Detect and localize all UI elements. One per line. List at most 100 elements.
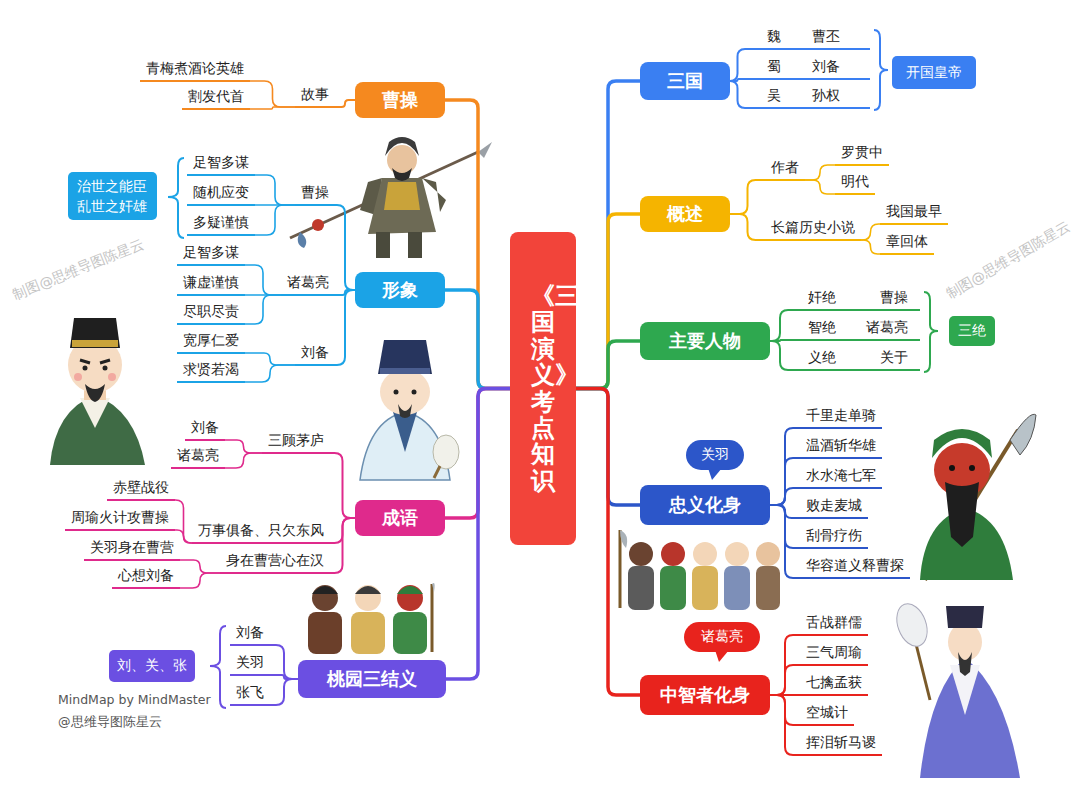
subtopic-item: 求贤若渴 xyxy=(177,360,245,383)
topic-text: 三顾茅庐 xyxy=(268,432,324,448)
branch-connector xyxy=(770,458,800,505)
main-topic-box: 概述 xyxy=(640,196,730,232)
subtopic-item: 三气周瑜 xyxy=(800,643,868,666)
topic-text: 诸葛亮 xyxy=(701,628,743,646)
subtopic-item: 奸绝 曹操 xyxy=(790,288,920,311)
branch-connector xyxy=(446,389,510,680)
topic-text: 关羽身在曹营 xyxy=(90,539,174,555)
topic-text: 七擒孟获 xyxy=(806,674,862,690)
topic-text: 张飞 xyxy=(236,684,264,700)
branch-connector xyxy=(335,205,355,290)
branch-connector xyxy=(576,214,640,389)
subtopic-item: 明代 xyxy=(835,172,875,195)
subtopic-item: 长篇历史小说 xyxy=(765,218,861,241)
heroes-group-figures xyxy=(620,530,780,610)
credit-text: MindMap by MindMaster xyxy=(58,692,211,707)
subtopic-item: 谦虚谨慎 xyxy=(177,273,245,296)
topic-text: 曹操 xyxy=(301,184,329,200)
topic-text: 水水淹七军 xyxy=(806,467,876,483)
branch-connector xyxy=(770,428,800,505)
subtopic-item: 吴孙权 xyxy=(745,86,870,109)
topic-text: 概述 xyxy=(667,202,703,226)
branch-connector xyxy=(255,205,295,235)
subtopic-item: 关羽身在曹营 xyxy=(84,538,180,561)
summary-box: 开国皇帝 xyxy=(892,56,976,89)
subtopic-item: 周瑜火计攻曹操 xyxy=(65,508,175,531)
topic-text: 故事 xyxy=(301,86,329,102)
subtopic-item: 挥泪斩马谡 xyxy=(800,733,882,756)
topic-text: 曹操 xyxy=(880,288,908,306)
subtopic-item: 七擒孟获 xyxy=(800,673,868,696)
subtopic-item: 三顾茅庐 xyxy=(262,431,330,454)
branch-connector xyxy=(730,81,745,108)
topic-text: 足智多谋 xyxy=(193,154,249,170)
topic-text: 刘备 xyxy=(191,419,219,435)
branch-connector xyxy=(861,224,880,240)
watermark-text: 制图@思维导图陈星云 xyxy=(944,218,1074,304)
topic-text: 诸葛亮 xyxy=(287,274,329,290)
topic-text: 曹丕 xyxy=(812,27,840,45)
subtopic-item: 随机应变 xyxy=(187,183,255,206)
caocao-warrior-figure xyxy=(290,137,492,258)
topic-text: 刘备 xyxy=(301,344,329,360)
subtopic-item: 多疑谨慎 xyxy=(187,213,255,236)
branch-connector xyxy=(861,240,880,254)
subtopic-item: 身在曹营心在汉 xyxy=(220,551,330,574)
topic-text: 求贤若渴 xyxy=(183,361,239,377)
topic-text: 华容道义释曹探 xyxy=(806,557,904,573)
main-topic-box: 中智者化身 xyxy=(640,675,770,715)
topic-text: 魏 xyxy=(767,27,781,45)
branch-connector xyxy=(180,560,220,573)
topic-text: 青梅煮酒论英雄 xyxy=(146,60,244,76)
topic-text: 孙权 xyxy=(812,86,840,104)
branch-connector xyxy=(250,107,295,109)
topic-text: 心想刘备 xyxy=(118,567,174,583)
subtopic-item: 关羽 xyxy=(230,653,270,676)
main-topic-box: 桃园三结义 xyxy=(298,660,446,698)
three-brothers-figures xyxy=(308,583,435,654)
topic-text: 关羽 xyxy=(701,446,729,464)
main-topic-box: 主要人物 xyxy=(640,322,770,360)
topic-text: 刘备 xyxy=(236,624,264,640)
subtopic-item: 故事 xyxy=(295,85,335,108)
branch-connector xyxy=(770,488,800,505)
caocao-portrait-figure xyxy=(50,318,145,465)
summary-braces xyxy=(168,30,938,708)
subtopic-item: 千里走单骑 xyxy=(800,406,882,429)
subtopic-item: 足智多谋 xyxy=(187,153,255,176)
subtopic-item: 败走麦城 xyxy=(800,496,868,519)
subtopic-item: 我国最早 xyxy=(880,202,948,225)
topic-text: 三国 xyxy=(667,69,703,93)
subtopic-item: 水水淹七军 xyxy=(800,466,882,489)
topic-text: 奸绝 xyxy=(808,288,836,306)
main-topic-box: 三国 xyxy=(640,62,730,100)
topic-text: 败走麦城 xyxy=(806,497,862,513)
topic-text: 多疑谨慎 xyxy=(193,214,249,230)
subtopic-item: 罗贯中 xyxy=(835,143,889,166)
branch-connector xyxy=(245,353,295,365)
topic-text: 章回体 xyxy=(886,233,928,249)
subtopic-item: 魏 曹丕 xyxy=(745,27,870,50)
topic-text: 《三国演义》考点知识 xyxy=(531,283,555,494)
subtopic-item: 刘备 xyxy=(295,343,335,366)
branch-connector xyxy=(270,679,298,705)
branch-connector xyxy=(225,453,262,468)
subtopic-item: 华容道义释曹探 xyxy=(800,556,910,579)
topic-text: 忠义化身 xyxy=(669,493,741,517)
topic-text: 桃园三结义 xyxy=(327,667,417,691)
callout-bubble: 诸葛亮 xyxy=(684,622,760,652)
branch-connector xyxy=(445,290,510,389)
branch-connector xyxy=(175,500,192,543)
topic-text: 赤壁战役 xyxy=(113,479,169,495)
topic-text: 温酒斩华雄 xyxy=(806,437,876,453)
subtopic-item: 刘备 xyxy=(230,623,270,646)
subtopic-item: 刮骨疗伤 xyxy=(800,526,868,549)
topic-text: 明代 xyxy=(841,173,869,189)
branch-connector xyxy=(225,440,262,453)
zhuge-fan-figure xyxy=(891,600,1020,778)
subtopic-item: 章回体 xyxy=(880,232,934,255)
branch-connector xyxy=(335,100,355,107)
branch-connector xyxy=(250,81,295,107)
branch-connector xyxy=(330,453,355,518)
branch-connector xyxy=(330,518,355,573)
